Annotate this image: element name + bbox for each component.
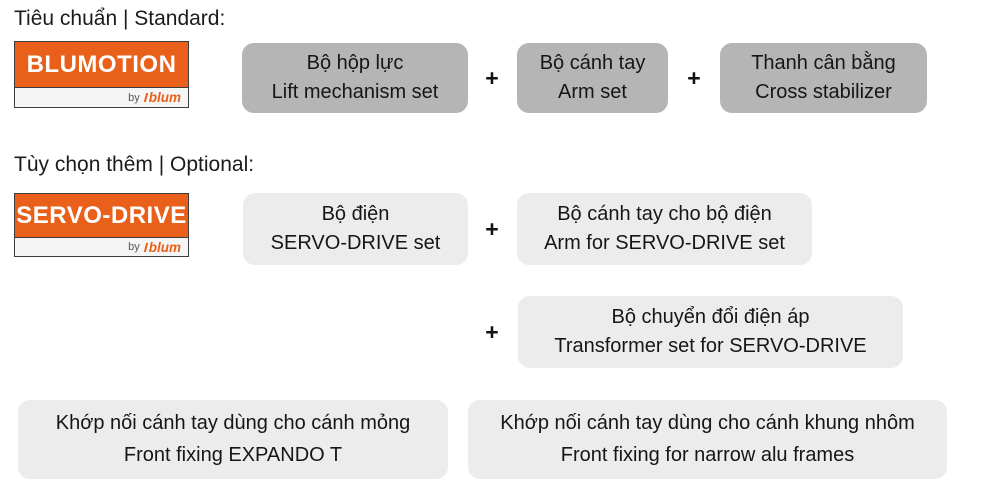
plus-sign: + xyxy=(687,64,701,91)
byline-prefix-label: by xyxy=(128,241,140,253)
standard-section-heading: Tiêu chuẩn | Standard: xyxy=(14,7,226,30)
blumotion-logo-byline: by blum xyxy=(15,87,188,107)
servo-drive-logo-title: SERVO-DRIVE xyxy=(16,201,187,229)
front-fixing-expando-t-label-vi: Khớp nối cánh tay dùng cho cánh mỏng xyxy=(55,412,411,434)
front-fixing-alu-frames-label-en: Front fixing for narrow alu frames xyxy=(560,444,855,466)
cross-stabilizer-label-en: Cross stabilizer xyxy=(755,81,892,103)
arm-for-servo-drive-set-box: Bộ cánh tay cho bộ điện Arm for SERVO-DR… xyxy=(517,193,812,265)
blum-brand-label: blum xyxy=(148,90,181,105)
arm-for-servo-drive-label-vi: Bộ cánh tay cho bộ điện xyxy=(557,203,772,225)
blum-brand-label: blum xyxy=(148,239,181,255)
plus-sign: + xyxy=(485,215,499,242)
byline-prefix-label: by xyxy=(128,91,140,104)
transformer-set-label-en: Transformer set for SERVO-DRIVE xyxy=(554,335,867,357)
lift-mechanism-set-label-en: Lift mechanism set xyxy=(271,81,439,103)
blumotion-logo-title: BLUMOTION xyxy=(26,50,177,78)
blum-brand-mark-icon xyxy=(143,242,148,252)
blum-brand-mark-icon xyxy=(143,93,148,102)
front-fixing-alu-frames-label-vi: Khớp nối cánh tay dùng cho cánh khung nh… xyxy=(500,412,915,434)
lift-mechanism-set-box: Bộ hộp lực Lift mechanism set xyxy=(242,43,468,113)
front-fixing-expando-t-label-en: Front fixing EXPANDO T xyxy=(123,444,343,466)
arm-set-label-vi: Bộ cánh tay xyxy=(539,52,646,74)
servo-drive-logo-byline: by blum xyxy=(15,237,188,256)
cross-stabilizer-box: Thanh cân bằng Cross stabilizer xyxy=(720,43,927,113)
arm-set-label-en: Arm set xyxy=(558,81,627,103)
blumotion-logo: BLUMOTION by blum xyxy=(14,41,189,108)
servo-drive-set-label-vi: Bộ điện xyxy=(321,203,390,225)
transformer-set-label-vi: Bộ chuyển đổi điện áp xyxy=(611,306,810,328)
front-fixing-alu-frames-box: Khớp nối cánh tay dùng cho cánh khung nh… xyxy=(468,400,947,479)
arm-for-servo-drive-label-en: Arm for SERVO-DRIVE set xyxy=(544,232,785,254)
transformer-set-box: Bộ chuyển đổi điện áp Transformer set fo… xyxy=(518,296,903,368)
plus-sign: + xyxy=(485,318,499,345)
optional-section-heading: Tùy chọn thêm | Optional: xyxy=(14,153,255,176)
lift-mechanism-set-label-vi: Bộ hộp lực xyxy=(306,52,404,74)
plus-sign: + xyxy=(485,64,499,91)
servo-drive-set-label-en: SERVO-DRIVE set xyxy=(270,232,441,254)
arm-set-box: Bộ cánh tay Arm set xyxy=(517,43,668,113)
servo-drive-set-box: Bộ điện SERVO-DRIVE set xyxy=(243,193,468,265)
servo-drive-logo: SERVO-DRIVE by blum xyxy=(14,193,189,257)
front-fixing-expando-t-box: Khớp nối cánh tay dùng cho cánh mỏng Fro… xyxy=(18,400,448,479)
cross-stabilizer-label-vi: Thanh cân bằng xyxy=(751,52,896,74)
